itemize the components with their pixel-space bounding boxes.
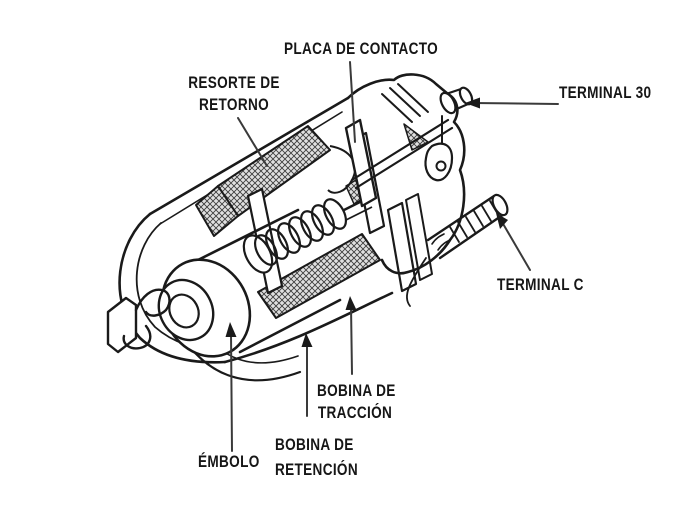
leader-lines xyxy=(230,61,559,452)
terminal-c-stud xyxy=(405,193,509,307)
label-terminal-c: TERMINAL C xyxy=(497,275,584,294)
arrowhead-terminal-30 xyxy=(465,97,480,109)
label-bobina-de-retencion: BOBINA DE RETENCIÓN xyxy=(275,432,358,482)
terminal-30-bolt xyxy=(439,86,474,115)
arrowhead-terminal-c xyxy=(496,213,508,229)
end-cap xyxy=(346,73,466,275)
label-embolo: ÉMBOLO xyxy=(198,452,260,471)
label-bobina-de-retencion-line2: RETENCIÓN xyxy=(275,460,358,479)
leader-placa-de-contacto xyxy=(349,61,356,143)
label-bobina-de-retencion-line1: BOBINA DE xyxy=(275,435,354,454)
leader-terminal-30 xyxy=(471,102,559,105)
arrowhead-embolo xyxy=(225,322,237,337)
arrowhead-bobina-de-traccion xyxy=(345,296,357,310)
label-terminal-30: TERMINAL 30 xyxy=(559,83,652,102)
label-placa-de-contacto: PLACA DE CONTACTO xyxy=(284,39,439,58)
label-resorte-de-retorno: RESORTE DE RETORNO xyxy=(186,72,282,116)
plunger-hook xyxy=(106,288,171,354)
label-resorte-de-retorno-line1: RESORTE DE xyxy=(188,73,280,92)
leader-bobina-de-traccion xyxy=(350,305,353,375)
label-bobina-de-traccion-line2: TRACCIÓN xyxy=(317,403,393,422)
label-bobina-de-traccion-line1: BOBINA DE xyxy=(317,381,396,400)
label-resorte-de-retorno-line2: RETORNO xyxy=(199,95,269,114)
leader-terminal-c xyxy=(501,221,531,271)
label-bobina-de-traccion: BOBINA DE TRACCIÓN xyxy=(317,380,396,424)
leader-resorte-de-retorno xyxy=(237,117,268,167)
arrowhead-bobina-de-retencion xyxy=(301,333,313,347)
leader-embolo xyxy=(230,332,233,452)
leader-arrowheads xyxy=(225,97,508,347)
return-spring xyxy=(242,195,373,274)
